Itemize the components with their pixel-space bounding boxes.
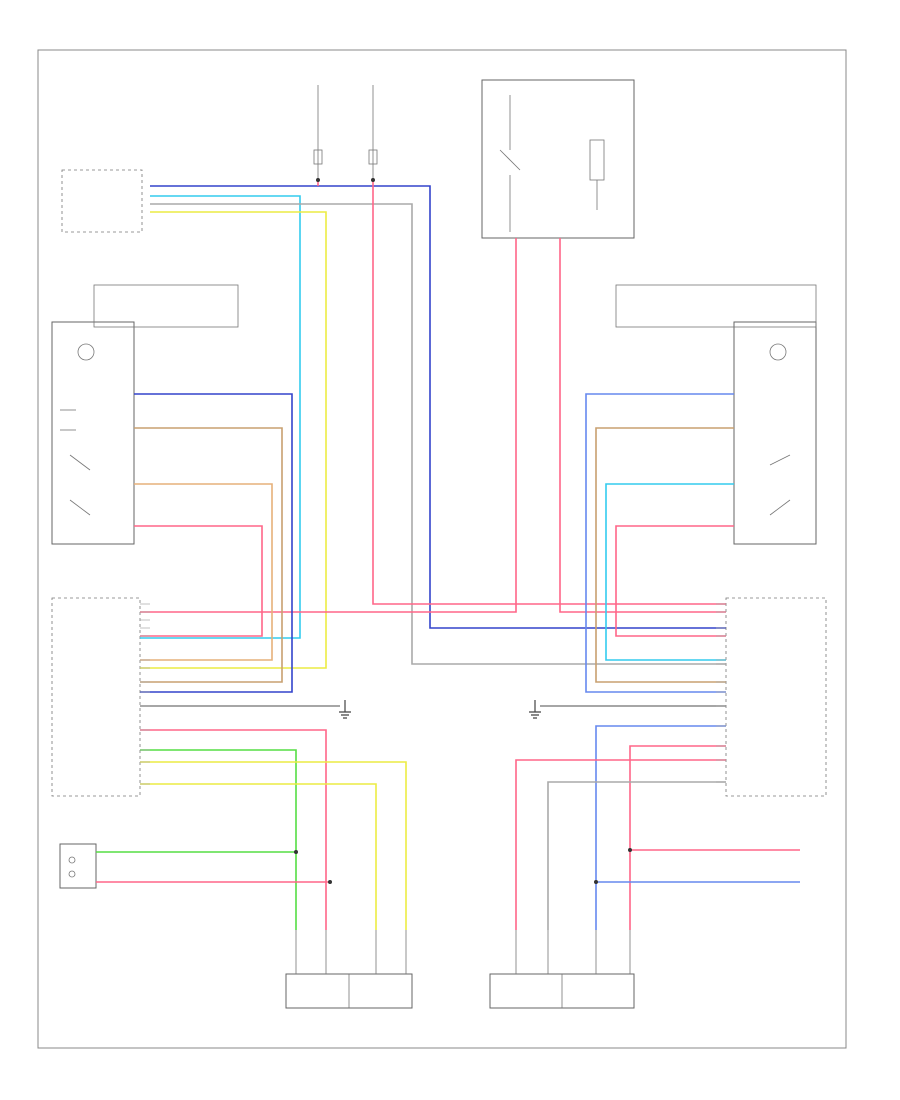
wire-yellow-lower-left (140, 761, 407, 930)
fuse-right (368, 149, 378, 165)
wire-cyan-top (140, 195, 301, 639)
driver-sensor (59, 843, 97, 889)
splice-points (294, 178, 632, 884)
ground-symbol-right (529, 700, 541, 719)
heater-drops (295, 930, 631, 974)
diagram-frame (37, 49, 847, 1049)
wire-green-lower-left (140, 749, 297, 930)
lamp-icon-left (77, 343, 95, 361)
wire-tan-left-switch (134, 427, 283, 683)
wire-blue-left-switch (134, 393, 293, 693)
fuse-group-top-left (313, 85, 378, 180)
ground-symbol-left (339, 700, 351, 719)
wire-pink-relay-2 (559, 238, 726, 613)
passenger-heater-elements (489, 973, 635, 1009)
driver-seat-module-connector (51, 597, 141, 797)
wire-blue-right-switch (585, 393, 734, 693)
wire-pink-lower-right (629, 745, 726, 930)
module-box-top-left (61, 169, 143, 233)
wire-blue-top (150, 185, 726, 629)
fuse-left (313, 149, 323, 165)
wire-gray-lower-right (547, 781, 726, 930)
right-connector-pins (716, 603, 726, 783)
wire-blue-lower-right (595, 725, 726, 930)
wire-pink-right-switch (615, 525, 734, 637)
wire-pink-fuse-right (372, 180, 726, 605)
wire-yellow-lower-left-2 (140, 783, 377, 930)
lamp-icon-right (769, 343, 787, 361)
wire-orange-left-switch (134, 483, 273, 661)
wire-pink-left-switch (134, 525, 263, 637)
wire-gray-top (150, 203, 726, 665)
relay-box (481, 79, 635, 239)
passenger-switch-assembly (615, 284, 817, 545)
wire-cyan-right-switch (605, 483, 734, 661)
wire-pink-lower-left (140, 729, 327, 930)
wire-pink-lower-right-2 (515, 759, 726, 930)
driver-heater-elements (285, 973, 413, 1009)
wire-pink-relay (140, 238, 517, 613)
left-connector-pins (140, 603, 150, 785)
wire-yellow-top (140, 211, 327, 669)
passenger-seat-module-connector (725, 597, 827, 797)
driver-switch-assembly (51, 284, 239, 545)
wire-tan-right-switch (595, 427, 734, 683)
